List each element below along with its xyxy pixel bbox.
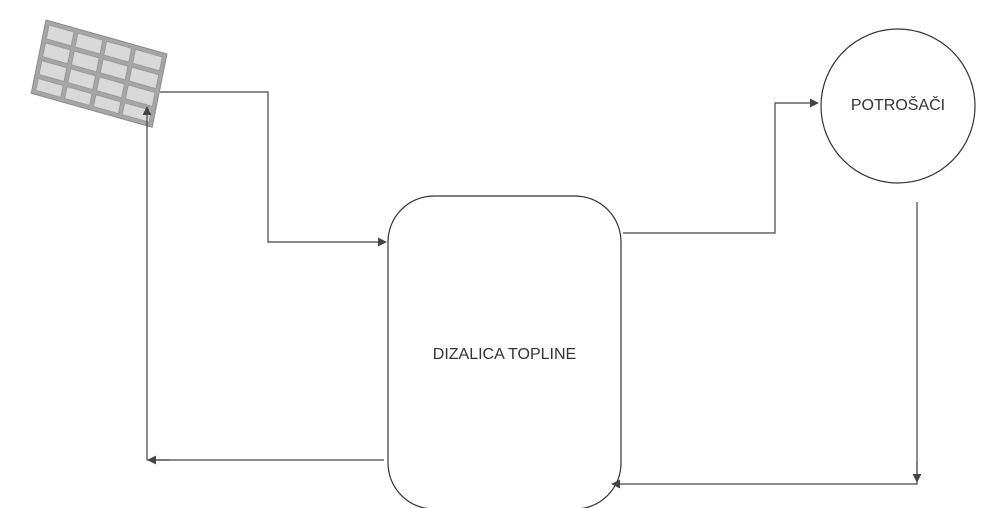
solar-panel-cells (35, 24, 163, 123)
connector-heat-pump-to-consumers[interactable] (623, 98, 819, 234)
connector-heat-pump-to-solar[interactable] (142, 106, 384, 461)
connector-consumers-to-heat-pump[interactable] (611, 202, 918, 489)
connector-solar-to-heat-pump[interactable] (160, 91, 387, 247)
heat-pump-label: DIZALICA TOPLINE (433, 346, 576, 363)
heat-pump-node[interactable]: DIZALICA TOPLINE (387, 195, 622, 508)
consumers-node[interactable]: POTROŠAČI (820, 28, 976, 184)
solar-panel-icon[interactable] (30, 19, 168, 128)
consumers-label: POTROŠAČI (851, 95, 945, 114)
